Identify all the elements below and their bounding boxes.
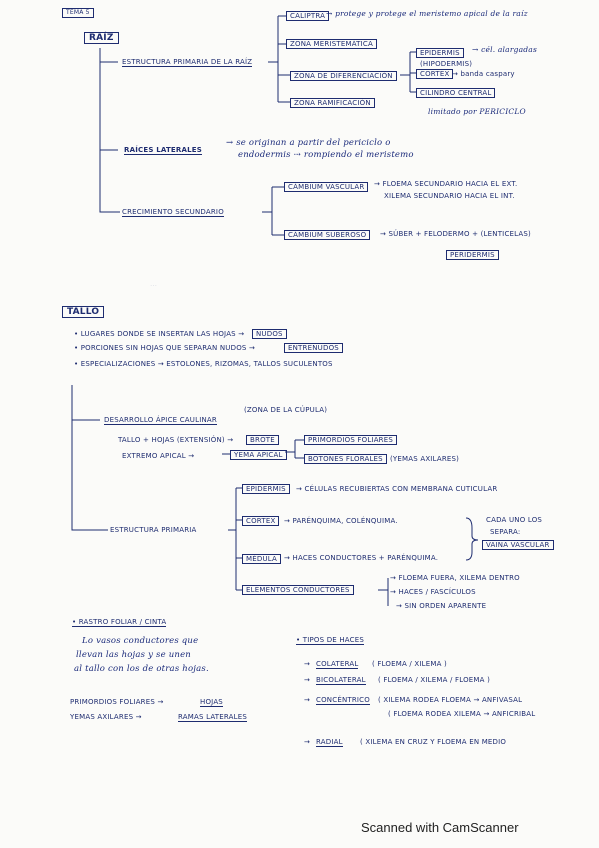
tallo-entrenudos: ENTRENUDOS	[284, 343, 343, 353]
raiz-raices-laterales: RAÍCES LATERALES	[124, 146, 202, 155]
raiz-cortex: CORTEX	[416, 69, 454, 79]
haces-title: • TIPOS DE HACES	[296, 636, 365, 645]
raiz-epidermis: EPIDERMIS	[416, 48, 464, 58]
haces-radial: RADIAL	[316, 738, 343, 747]
tallo-tallo-hojas: TALLO + HOJAS (EXTENSIÓN) →	[118, 436, 234, 444]
raiz-estructura-primaria: ESTRUCTURA PRIMARIA DE LA RAÍZ	[122, 58, 253, 67]
rastro-line-2: llevan las hojas y se unen	[76, 650, 191, 660]
tallo-epidermis: EPIDERMIS	[242, 484, 290, 494]
tallo-medula: MÉDULA	[242, 554, 282, 564]
tallo-cortex-desc: → PARÉNQUIMA, COLÉNQUIMA.	[284, 517, 398, 525]
tallo-bullet-1: • LUGARES DONDE SE INSERTAN LAS HOJAS →	[74, 330, 245, 338]
tallo-bullet-2: • PORCIONES SIN HOJAS QUE SEPARAN NUDOS …	[74, 344, 256, 352]
tallo-epidermis-desc: → CÉLULAS RECUBIERTAS CON MEMBRANA CUTIC…	[296, 485, 498, 493]
tallo-ec-2: → HACES / FASCÍCULOS	[390, 588, 476, 596]
tallo-brote: BROTE	[246, 435, 279, 445]
tallo-bullet-3: • ESPECIALIZACIONES → ESTOLONES, RIZOMAS…	[74, 360, 333, 368]
haces-bicolateral: BICOLATERAL	[316, 676, 366, 685]
tallo-title: TALLO	[62, 306, 105, 318]
raiz-title: RAÍZ	[84, 32, 119, 44]
raiz-peridermis: PERIDERMIS	[446, 250, 499, 260]
raiz-crecimiento-secundario: CRECIMIENTO SECUNDARIO	[122, 208, 224, 217]
rastro-title: • RASTRO FOLIAR / CINTA	[72, 618, 167, 627]
haces-arrow-4: →	[304, 738, 311, 746]
raiz-cambium-vascular-desc-1: → FLOEMA SECUNDARIO HACIA EL EXT.	[374, 180, 518, 188]
tallo-ec-1: → FLOEMA FUERA, XILEMA DENTRO	[390, 574, 520, 582]
tallo-nudos: NUDOS	[252, 329, 287, 339]
tallo-cortex: CORTEX	[242, 516, 280, 526]
tallo-desarrollo-note: (ZONA DE LA CÚPULA)	[244, 406, 328, 414]
tallo-side-3: VAINA VASCULAR	[482, 540, 554, 550]
raiz-zona-meristematica: ZONA MERISTEMÁTICA	[286, 39, 377, 49]
raiz-caliptra-desc: → protege y protege el meristemo apical …	[326, 9, 528, 18]
raiz-hipodermis: (HIPODERMIS)	[420, 60, 473, 68]
haces-concentrico: CONCÉNTRICO	[316, 696, 370, 705]
tema-label: TEMA 5	[62, 8, 94, 18]
raiz-zona-diferenciacion: ZONA DE DIFERENCIACIÓN	[290, 71, 397, 81]
rastro-line-1: Lo vasos conductores que	[82, 636, 199, 646]
tallo-yemas-axilares: (YEMAS AXILARES)	[390, 455, 460, 463]
haces-arrow-1: →	[304, 660, 311, 668]
raiz-cilindro-desc: limitado por PERICICLO	[428, 107, 526, 116]
tallo-extremo-apical: EXTREMO APICAL →	[122, 452, 195, 460]
bleed-through-1: …	[150, 280, 157, 288]
tallo-side-1: CADA UNO LOS	[486, 516, 543, 524]
camscanner-watermark: Scanned with CamScanner	[361, 820, 519, 835]
tallo-medula-desc: → HACES CONDUCTORES + PARÉNQUIMA.	[284, 554, 439, 562]
haces-colateral: COLATERAL	[316, 660, 359, 669]
haces-bicolateral-desc: ( FLOEMA / XILEMA / FLOEMA )	[378, 676, 491, 684]
tallo-primordios-foliares: PRIMORDIOS FOLIARES	[304, 435, 398, 445]
raiz-epidermis-desc: → cél. alargadas	[472, 45, 537, 54]
haces-concentrico-desc-1: ( XILEMA RODEA FLOEMA → ANFIVASAL	[378, 696, 523, 704]
raiz-cambium-suberoso: CÁMBIUM SUBEROSO	[284, 230, 371, 240]
rastro-primordios: PRIMORDIOS FOLIARES →	[70, 698, 164, 706]
raiz-raices-desc-1: → se originan a partir del periciclo o	[226, 138, 391, 148]
tallo-yema-apical: YEMA APICAL	[230, 450, 287, 460]
raiz-cambium-vascular: CÁMBIUM VASCULAR	[284, 182, 369, 192]
tallo-estructura-primaria: ESTRUCTURA PRIMARIA	[110, 526, 197, 534]
raiz-cambium-suberoso-desc: → SÚBER + FELODERMO + (LENTICELAS)	[380, 230, 531, 238]
raiz-cortex-desc: → banda caspary	[452, 70, 515, 78]
raiz-raices-desc-2: endodermis ⇢ rompiendo el meristemo	[238, 150, 414, 160]
raiz-caliptra: CALIPTRA	[286, 11, 330, 21]
raiz-cilindro-central: CILINDRO CENTRAL	[416, 88, 496, 98]
rastro-yemas: YEMAS AXILARES →	[70, 713, 142, 721]
haces-concentrico-desc-2: ( FLOEMA RODEA XILEMA → ANFICRIBAL	[388, 710, 536, 718]
tallo-side-2: SEPARA:	[490, 528, 521, 536]
raiz-cambium-vascular-desc-2: XILEMA SECUNDARIO HACIA EL INT.	[384, 192, 515, 200]
tallo-ec-3: → SIN ORDEN APARENTE	[396, 602, 487, 610]
raiz-zona-ramificacion: ZONA RAMIFICACIÓN	[290, 98, 375, 108]
tallo-botones-florales: BOTONES FLORALES	[304, 454, 387, 464]
haces-colateral-desc: ( FLOEMA / XILEMA )	[372, 660, 447, 668]
rastro-hojas: HOJAS	[200, 698, 223, 707]
rastro-ramas: RAMAS LATERALES	[178, 713, 248, 722]
haces-arrow-3: →	[304, 696, 311, 704]
haces-arrow-2: →	[304, 676, 311, 684]
haces-radial-desc: ( XILEMA EN CRUZ Y FLOEMA EN MEDIO	[360, 738, 507, 746]
tallo-desarrollo: DESARROLLO ÁPICE CAULINAR	[104, 416, 217, 425]
tallo-elementos-conductores: ELEMENTOS CONDUCTORES	[242, 585, 354, 595]
rastro-line-3: al tallo con los de otras hojas.	[74, 664, 209, 674]
